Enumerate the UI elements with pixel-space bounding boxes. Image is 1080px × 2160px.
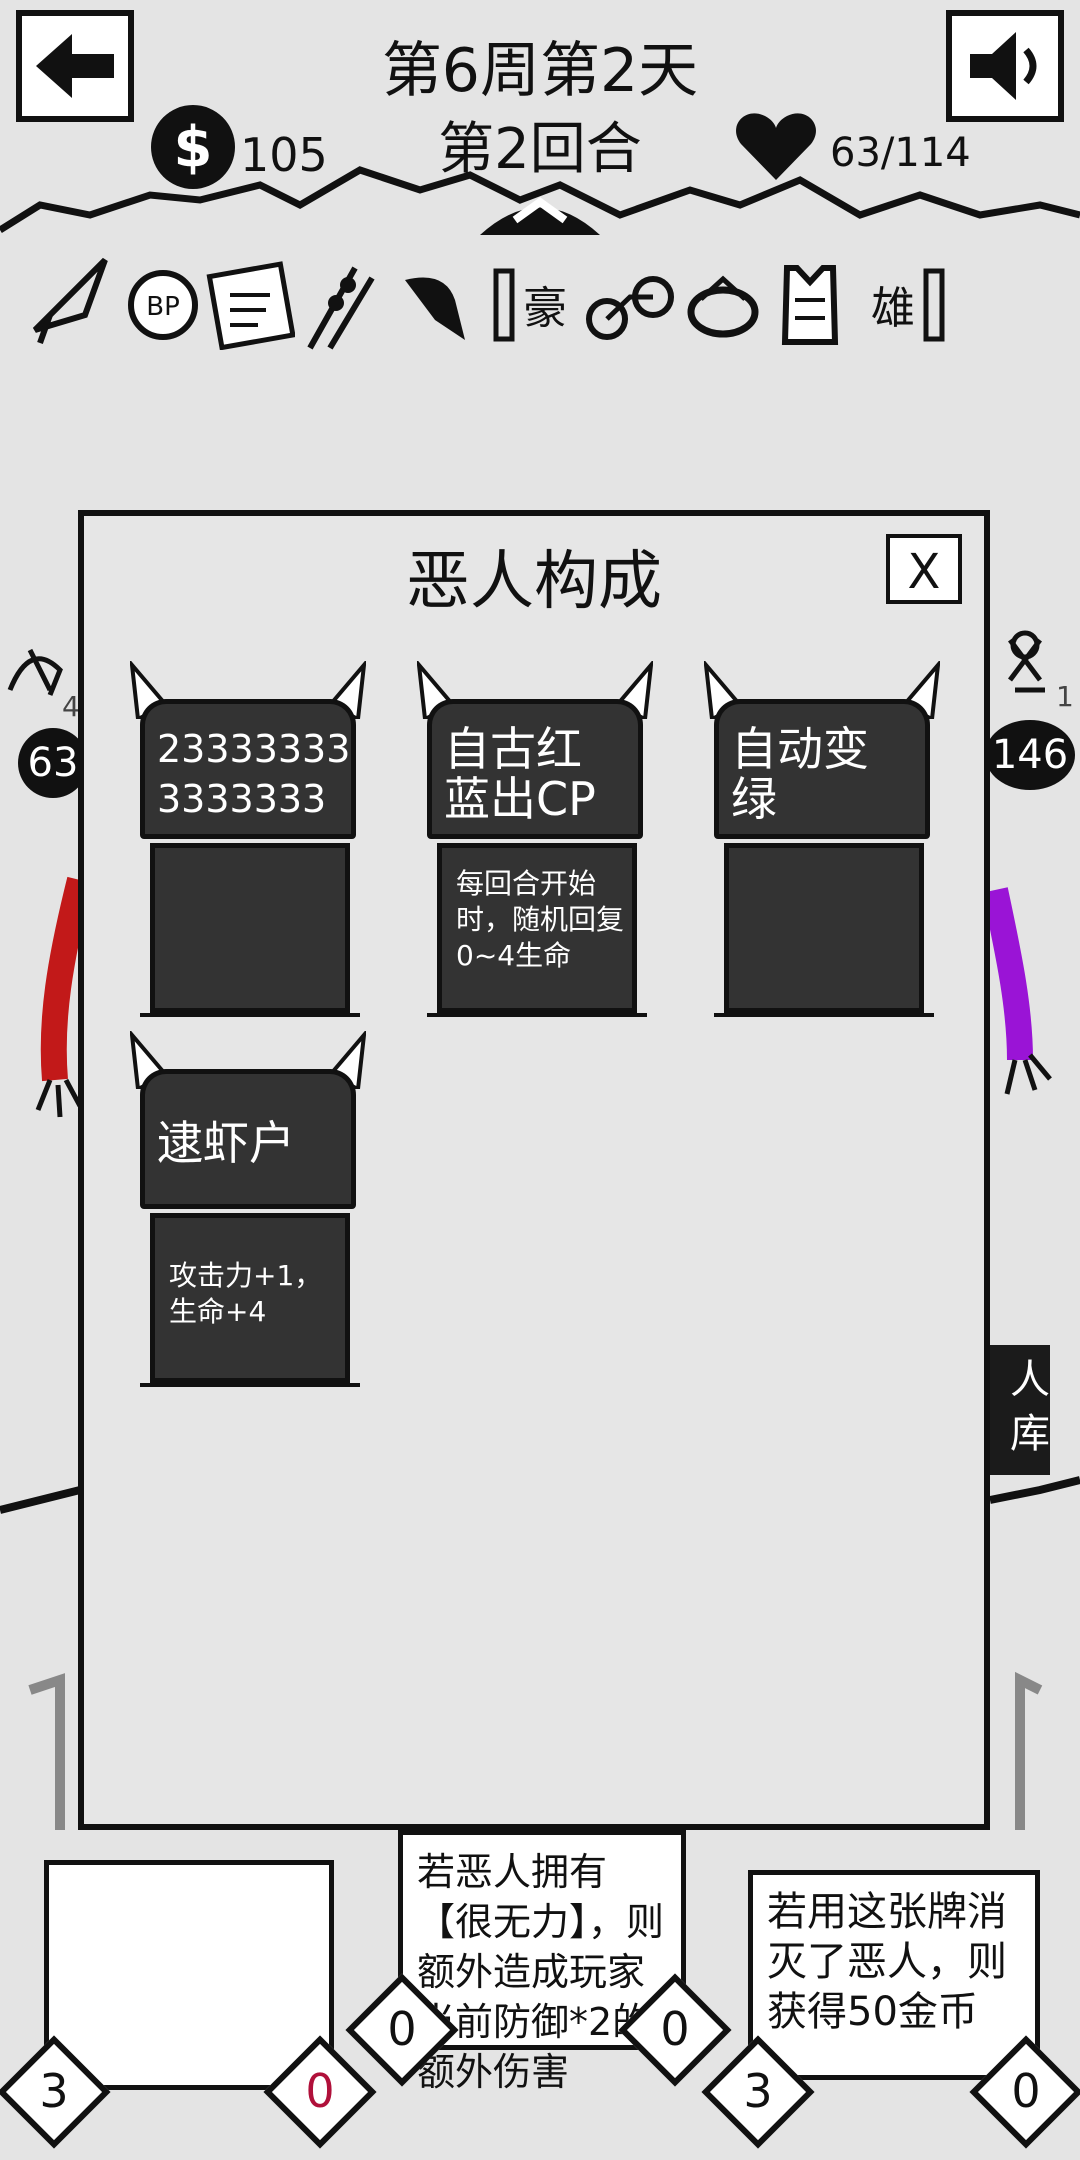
card-base xyxy=(427,1013,647,1017)
card-header: 23333333 3333333 xyxy=(140,699,356,839)
middle-value: 0 xyxy=(660,2002,690,2056)
dollar-icon: $ xyxy=(151,105,235,189)
card-body xyxy=(724,843,924,1013)
bicycle-icon[interactable] xyxy=(585,267,675,347)
sound-button[interactable] xyxy=(946,10,1064,122)
xiong-scroll-icon[interactable]: 雄 xyxy=(858,265,948,345)
close-button[interactable]: X xyxy=(886,534,962,604)
card-header: 逮虾户 xyxy=(140,1069,356,1209)
ring-icon[interactable] xyxy=(683,267,763,347)
left-value: 0 xyxy=(305,2064,335,2118)
player-hp: 63/114 xyxy=(830,130,971,176)
svg-text:豪: 豪 xyxy=(523,283,567,334)
relic-bar: BP 豪 雄 xyxy=(0,255,1080,355)
left-enemy-sub-value: 4 xyxy=(62,690,80,723)
villain-composition-modal: 恶人构成 X 23333333 3333333 自古红 蓝出CP 每回合开始时，… xyxy=(78,510,990,1830)
villain-trait-card[interactable]: 逮虾户 攻击力+1，生命+4 xyxy=(130,1031,366,1387)
hand-card-right-text: 若用这张牌消灭了恶人，则获得50金币 xyxy=(767,1889,1007,2035)
card-name: 自古红 蓝出CP xyxy=(444,722,596,826)
hand-card-middle-text: 若恶人拥有【很无力】，则额外造成玩家当前防御*2的额外伤害 xyxy=(417,1850,665,2094)
coin-count: 105 xyxy=(240,128,328,182)
card-name: 逮虾户 xyxy=(157,1116,295,1170)
middle-cost-value: 0 xyxy=(387,2002,417,2056)
trumpet-icon[interactable] xyxy=(395,260,475,350)
card-description: 攻击力+1，生命+4 xyxy=(169,1259,323,1328)
card-body xyxy=(150,843,350,1013)
hand-card-left[interactable] xyxy=(44,1860,334,2090)
card-header: 自动变 绿 xyxy=(714,699,930,839)
week-day-title: 第6周第2天 xyxy=(381,36,699,106)
back-button[interactable] xyxy=(16,10,134,122)
right-value: 0 xyxy=(1011,2064,1041,2118)
card-body: 每回合开始时，随机回复0~4生命 xyxy=(437,843,637,1013)
blade-icon[interactable] xyxy=(30,255,110,345)
left-cost-value: 3 xyxy=(39,2064,69,2118)
scroll-note-icon[interactable] xyxy=(205,260,295,350)
card-header: 自古红 蓝出CP xyxy=(427,699,643,839)
hand-card-right[interactable]: 若用这张牌消灭了恶人，则获得50金币 xyxy=(748,1870,1040,2080)
right-enemy-hp-badge: 146 xyxy=(985,720,1075,790)
villain-trait-card[interactable]: 23333333 3333333 xyxy=(130,661,366,1017)
modal-title: 恶人构成 xyxy=(406,545,662,619)
hao-scroll-icon[interactable]: 豪 xyxy=(490,265,580,345)
sound-icon xyxy=(970,32,1037,100)
villain-trait-card[interactable]: 自古红 蓝出CP 每回合开始时，随机回复0~4生命 xyxy=(417,661,653,1017)
card-base xyxy=(140,1383,360,1387)
heart-icon xyxy=(736,113,816,180)
villain-trait-card[interactable]: 自动变 绿 xyxy=(704,661,940,1017)
right-cost-value: 3 xyxy=(743,2064,773,2118)
back-arrow-icon xyxy=(36,34,114,98)
vest-icon[interactable] xyxy=(775,260,845,350)
right-side-button[interactable]: 人 库 xyxy=(1010,1357,1050,1457)
chevron-up-icon[interactable] xyxy=(470,180,610,240)
skewer-icon[interactable] xyxy=(300,263,380,353)
card-base xyxy=(140,1013,360,1017)
svg-text:$: $ xyxy=(174,115,213,180)
right-enemy-sub-value: 1 xyxy=(1056,680,1074,713)
round-label: 第2回合 xyxy=(438,117,642,182)
card-body: 攻击力+1，生命+4 xyxy=(150,1213,350,1383)
svg-text:BP: BP xyxy=(146,292,180,322)
svg-text:雄: 雄 xyxy=(871,283,915,334)
card-description: 每回合开始时，随机回复0~4生命 xyxy=(456,867,625,972)
bp-badge-icon[interactable]: BP xyxy=(118,265,208,345)
close-icon: X xyxy=(907,544,941,600)
card-name: 23333333 3333333 xyxy=(157,727,351,821)
card-name: 自动变 绿 xyxy=(731,722,869,826)
left-enemy-hp-badge: 63 xyxy=(18,728,88,798)
card-base xyxy=(714,1013,934,1017)
